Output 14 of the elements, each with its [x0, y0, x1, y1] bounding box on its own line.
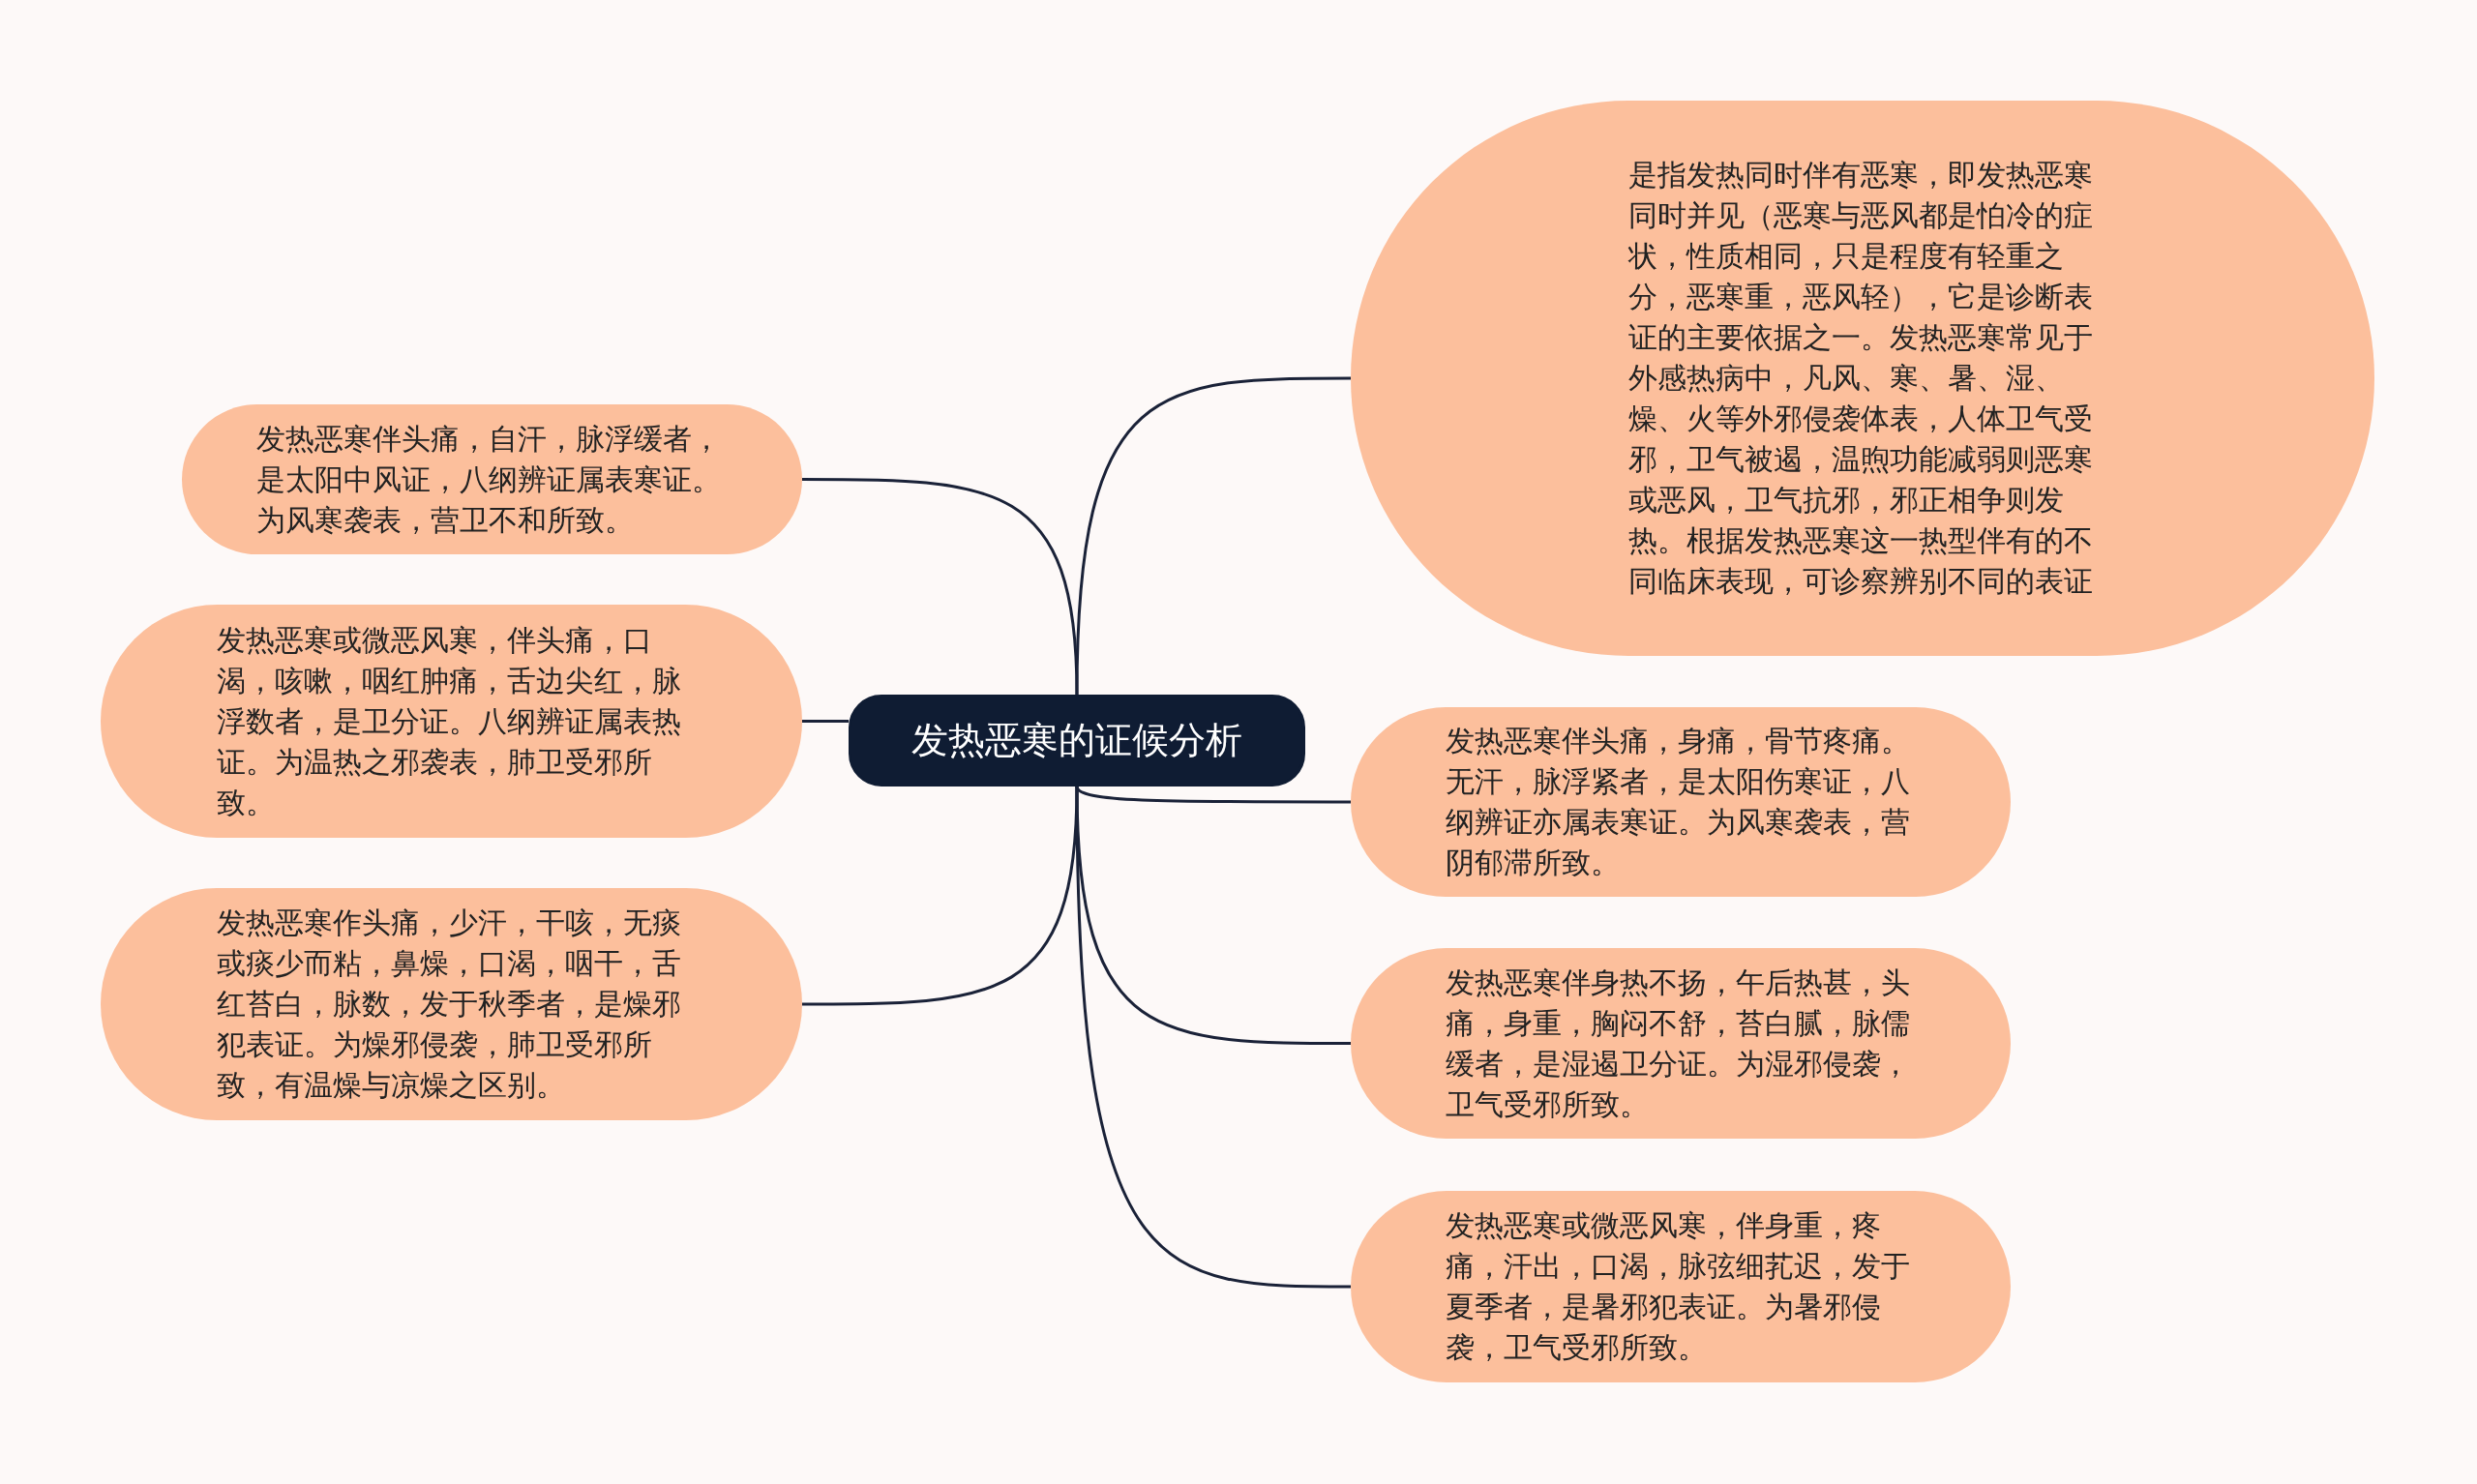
connector-line	[1075, 786, 1351, 1289]
central-topic-text: 发热恶寒的证候分析	[911, 718, 1242, 763]
connector-line	[802, 786, 1079, 1006]
topic-text: 是指发热同时伴有恶寒，即发热恶寒同时并见（恶寒与恶风都是怕冷的症状，性质相同，只是程度有轻重之分，恶寒重，恶风轻），它是诊断表证的主要依据之一。发热恶寒常见于外感热病中，凡风、寒、暑、湿、燥、火等外邪侵袭体表，人体卫气受邪，卫气被遏，温煦功能减弱则恶寒或恶风，卫气抗邪，邪正相争则发热。根据发热恶寒这一热型伴有的不同临床表现，可诊察辨别不同的表证	[1628, 157, 2094, 600]
central-topic-box	[849, 695, 1305, 787]
topic-text: 发热恶寒或微恶风寒，伴身重，疼痛，汗出，口渴，脉弦细芤迟，发于夏季者，是暑邪犯表证。为暑邪侵袭，卫气受邪所致。	[1446, 1207, 1911, 1366]
connector-line	[802, 478, 1079, 696]
topic-text: 发热恶寒或微恶风寒，伴头痛，口渴，咳嗽，咽红肿痛，舌边尖红，脉浮数者，是卫分证。八纲辨证属表热证。为温热之邪袭表，肺卫受邪所致。	[217, 621, 682, 821]
connector-line	[1075, 376, 1351, 696]
topic-text: 发热恶寒伴头痛，自汗，脉浮缓者，是太阳中风证，八纲辨证属表寒证。为风寒袭表，营卫不和所致。	[256, 420, 722, 539]
topic-text: 发热恶寒伴身热不扬，午后热甚，头痛，身重，胸闷不舒，苔白腻，脉儒缓者，是湿遏卫分证。为湿邪侵袭，卫气受邪所致。	[1446, 964, 1911, 1123]
connector-line	[802, 720, 849, 723]
topic-text: 发热恶寒作头痛，少汗，干咳，无痰或痰少而粘，鼻燥，口渴，咽干，舌红苔白，脉数，发于秋季者，是燥邪犯表证。为燥邪侵袭，肺卫受邪所致，有温燥与凉燥之区别。	[217, 905, 682, 1104]
topic-text: 发热恶寒伴头痛，身痛，骨节疼痛。无汗，脉浮紧者，是太阳伤寒证，八纲辨证亦属表寒证。为风寒袭表，营阴郁滞所致。	[1446, 723, 1911, 881]
